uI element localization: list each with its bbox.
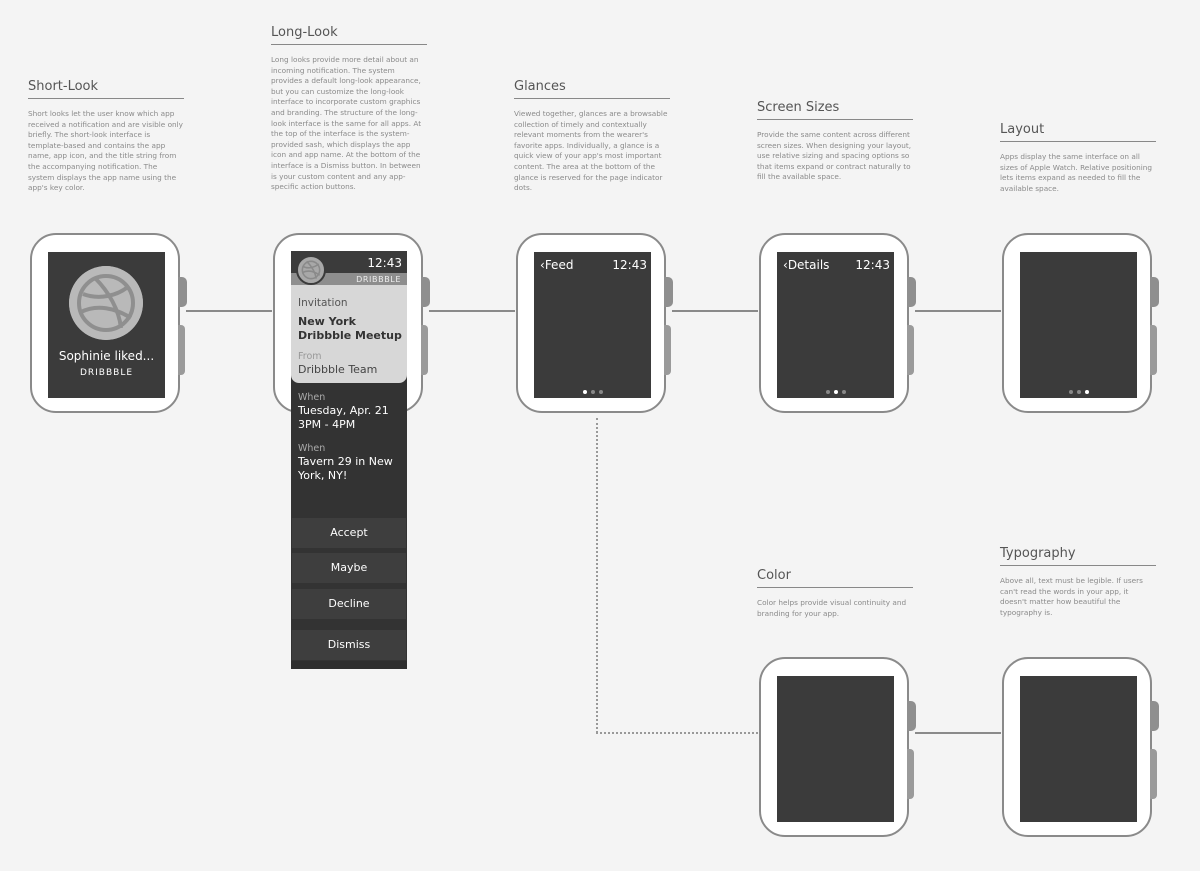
page-indicator[interactable] bbox=[1020, 390, 1137, 394]
clock-time: 12:43 bbox=[855, 258, 890, 272]
section-body: Color helps provide visual continuity an… bbox=[757, 598, 907, 618]
section-title: Layout bbox=[1000, 122, 1156, 142]
section-long-look: Long-Look Long looks provide more detail… bbox=[271, 25, 427, 193]
digital-crown[interactable] bbox=[1150, 701, 1159, 731]
connector-line bbox=[429, 310, 515, 312]
section-title: Typography bbox=[1000, 546, 1156, 566]
section-color: Color Color helps provide visual continu… bbox=[757, 568, 913, 619]
back-title: Details bbox=[787, 258, 830, 272]
section-title: Color bbox=[757, 568, 913, 588]
watch-short-look: Sophinie liked... DRIBBBLE bbox=[30, 233, 187, 413]
dribbble-ball-icon bbox=[296, 255, 326, 285]
from-value: Dribbble Team bbox=[298, 363, 378, 376]
maybe-button[interactable]: Maybe bbox=[292, 553, 406, 583]
watch-screen bbox=[777, 676, 894, 822]
section-body: Short looks let the user know which app … bbox=[28, 109, 184, 193]
side-button[interactable] bbox=[907, 749, 914, 799]
page-dot[interactable] bbox=[1076, 390, 1081, 394]
section-title: Screen Sizes bbox=[757, 100, 913, 120]
back-button[interactable]: ‹Details bbox=[783, 258, 829, 272]
page-indicator[interactable] bbox=[534, 390, 651, 394]
app-name: DRIBBBLE bbox=[79, 368, 134, 378]
when-label: When bbox=[298, 443, 326, 454]
page-dot[interactable] bbox=[598, 390, 603, 394]
page-dot[interactable] bbox=[1068, 390, 1073, 394]
back-button[interactable]: ‹Feed bbox=[540, 258, 573, 272]
connector-line bbox=[915, 310, 1001, 312]
section-layout: Layout Apps display the same interface o… bbox=[1000, 122, 1156, 194]
dribbble-ball-icon bbox=[69, 266, 143, 340]
section-typography: Typography Above all, text must be legib… bbox=[1000, 546, 1156, 618]
decline-button[interactable]: Decline bbox=[292, 589, 406, 619]
back-title: Feed bbox=[544, 258, 574, 272]
watch-layout bbox=[1002, 233, 1159, 413]
section-title: Long-Look bbox=[271, 25, 427, 45]
page-dot[interactable] bbox=[825, 390, 830, 394]
page-dot[interactable] bbox=[1084, 390, 1089, 394]
digital-crown[interactable] bbox=[178, 277, 187, 307]
screen-bottom bbox=[291, 661, 407, 669]
section-screen-sizes: Screen Sizes Provide the same content ac… bbox=[757, 100, 913, 183]
connector-line bbox=[915, 732, 1001, 734]
watch-glances: ‹Feed 12:43 bbox=[516, 233, 673, 413]
page-dot[interactable] bbox=[582, 390, 587, 394]
digital-crown[interactable] bbox=[907, 701, 916, 731]
side-button[interactable] bbox=[1150, 325, 1157, 375]
section-body: Apps display the same interface on all s… bbox=[1000, 152, 1153, 193]
dotted-connector bbox=[596, 418, 598, 733]
section-title: Short-Look bbox=[28, 79, 184, 99]
watch-screen: ‹Feed 12:43 bbox=[534, 252, 651, 398]
watch-screen: ‹Details 12:43 bbox=[777, 252, 894, 398]
when-value: Tavern 29 in New York, NY! bbox=[298, 455, 393, 482]
side-button[interactable] bbox=[421, 325, 428, 375]
from-label: From bbox=[298, 351, 322, 362]
watch-screen bbox=[1020, 252, 1137, 398]
notification-title: Sophinie liked... bbox=[58, 349, 155, 363]
chevron-left-icon: ‹ bbox=[540, 258, 545, 272]
clock-time: 12:43 bbox=[367, 256, 402, 270]
notification-card: Invitation New York Dribbble Meetup From… bbox=[291, 285, 407, 383]
section-body: Provide the same content across differen… bbox=[757, 130, 912, 182]
side-button[interactable] bbox=[664, 325, 671, 375]
watch-screen-sizes: ‹Details 12:43 bbox=[759, 233, 916, 413]
section-glances: Glances Viewed together, glances are a b… bbox=[514, 79, 670, 194]
page-indicator[interactable] bbox=[777, 390, 894, 394]
app-name: DRIBBBLE bbox=[356, 275, 401, 284]
when-label: When bbox=[298, 392, 326, 403]
digital-crown[interactable] bbox=[1150, 277, 1159, 307]
section-title: Glances bbox=[514, 79, 670, 99]
side-button[interactable] bbox=[1150, 749, 1157, 799]
notification-kind: Invitation bbox=[298, 297, 348, 309]
watch-screen: Sophinie liked... DRIBBBLE bbox=[48, 252, 165, 398]
side-button[interactable] bbox=[907, 325, 914, 375]
watch-color bbox=[759, 657, 916, 837]
connector-line bbox=[672, 310, 758, 312]
section-body: Viewed together, glances are a browsable… bbox=[514, 109, 668, 193]
section-body: Above all, text must be legible. If user… bbox=[1000, 576, 1143, 617]
section-body: Long looks provide more detail about an … bbox=[271, 55, 422, 192]
page-dot[interactable] bbox=[590, 390, 595, 394]
dotted-connector bbox=[596, 732, 758, 734]
page-dot[interactable] bbox=[841, 390, 846, 394]
accept-button[interactable]: Accept bbox=[292, 518, 406, 548]
long-look-screen: 12:43 DRIBBBLE Invitation New York Dribb… bbox=[291, 251, 407, 669]
when-value: Tuesday, Apr. 21 3PM - 4PM bbox=[298, 404, 389, 431]
digital-crown[interactable] bbox=[421, 277, 430, 307]
section-short-look: Short-Look Short looks let the user know… bbox=[28, 79, 184, 194]
watch-screen bbox=[1020, 676, 1137, 822]
digital-crown[interactable] bbox=[664, 277, 673, 307]
connector-line bbox=[186, 310, 272, 312]
sash: 12:43 DRIBBBLE bbox=[291, 251, 407, 285]
watch-typography bbox=[1002, 657, 1159, 837]
digital-crown[interactable] bbox=[907, 277, 916, 307]
chevron-left-icon: ‹ bbox=[783, 258, 788, 272]
side-button[interactable] bbox=[178, 325, 185, 375]
dismiss-button[interactable]: Dismiss bbox=[292, 630, 406, 660]
event-title: New York Dribbble Meetup bbox=[298, 315, 402, 342]
page-dot[interactable] bbox=[833, 390, 838, 394]
clock-time: 12:43 bbox=[612, 258, 647, 272]
